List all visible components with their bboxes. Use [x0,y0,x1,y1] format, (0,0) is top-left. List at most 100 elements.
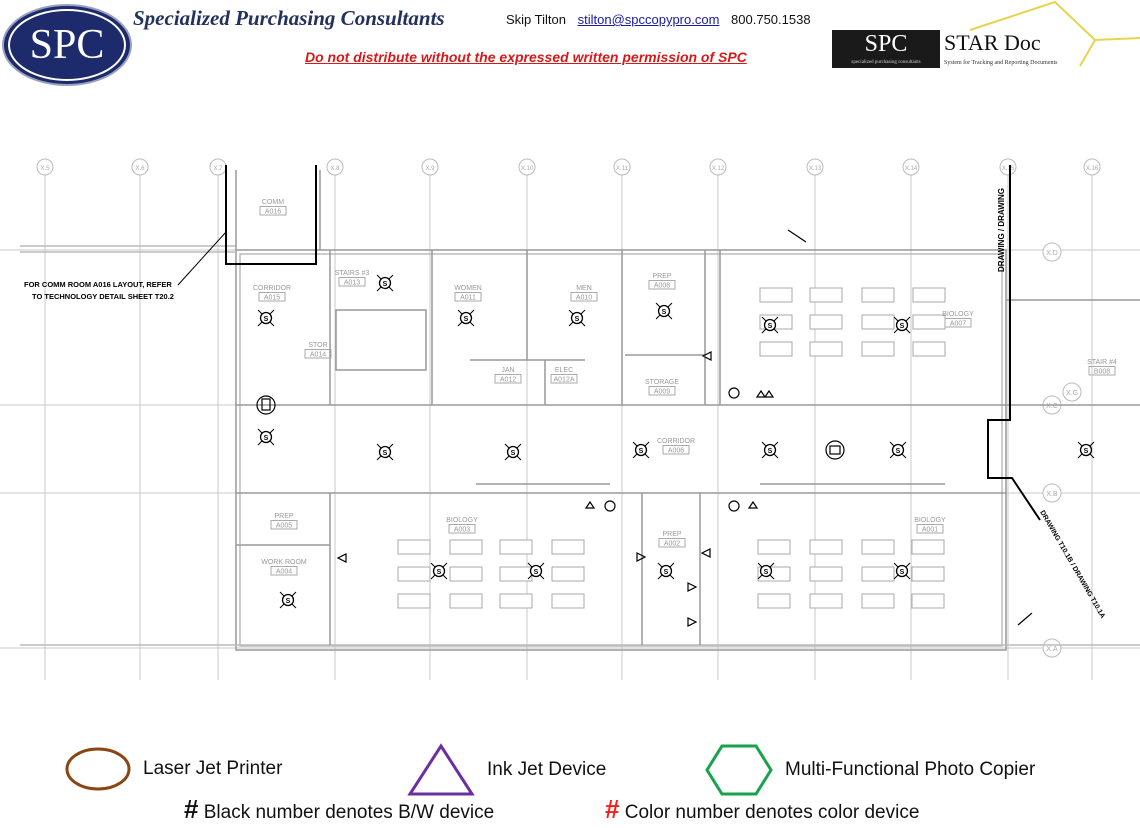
speaker-symbol: S [376,274,394,292]
svg-text:S: S [383,450,388,457]
svg-text:S: S [286,598,291,605]
svg-text:S: S [900,323,905,330]
lab-table [551,539,585,555]
room-code-box [1088,366,1116,376]
legend-inkjet: Ink Jet Device [487,759,607,780]
lab-table [551,593,585,609]
room-code-box [270,520,298,530]
lab-table [449,593,483,609]
walls [20,170,1140,651]
legend-laser: Laser Jet Printer [143,758,283,779]
room-name: STOR [308,342,327,349]
room-name: JAN [501,367,514,374]
room-name: BIOLOGY [446,517,478,524]
speaker-symbol: S [457,309,475,327]
distribution-warning: Do not distribute without the expressed … [305,49,747,65]
room-code-box [448,524,476,534]
grid-column-label: X.6 [135,166,145,172]
laser-printer-legend-icon [65,747,131,791]
lab-table [809,314,843,330]
speaker-symbol: S [761,441,779,459]
grid-column-label: X.10 [521,166,534,172]
svg-text:S: S [664,569,669,576]
room-code: A012 [500,377,516,384]
lab-table [449,539,483,555]
lab-table [861,566,895,582]
grid-column-label: X.16 [1086,166,1099,172]
grid-bubble [36,158,54,176]
note-leader [177,231,227,286]
room-name: BIOLOGY [942,311,974,318]
match-line-label-bottom: DRAWING T10.1B / DRAWING T10.1A [1038,510,1106,620]
grid-bubble [1062,382,1082,402]
room-code: A015 [264,295,280,302]
room-code-box [270,566,298,576]
speaker-symbol: S [655,302,673,320]
room-code-box [454,292,482,302]
room-name: PREP [274,513,293,520]
room-code: A001 [922,527,938,534]
grid-bubble [1042,242,1062,262]
printer-marks [256,229,1033,627]
room-name: CORRIDOR [253,285,291,292]
room-name: WOMEN [454,285,482,292]
contact-email-link[interactable]: stilton@spccopypro.com [577,12,720,27]
grid-column-label: X.5 [40,166,50,172]
room-code: A013 [344,280,360,287]
lab-table [912,341,946,357]
speaker-symbol: S [889,441,907,459]
lab-table [757,539,791,555]
mfp-legend-icon [705,744,773,796]
room-name: BIOLOGY [914,517,946,524]
grid-row-label: X.A [1046,646,1058,653]
lab-tables [397,287,946,609]
room-code-box [494,374,522,384]
speaker-symbol: S [376,443,394,461]
svg-text:S: S [264,435,269,442]
svg-text:S: S [896,448,901,455]
grid-bubble [999,158,1017,176]
room-code-box [944,318,972,328]
svg-text:S: S [1084,448,1089,455]
contact-phone: 800.750.1538 [731,12,811,27]
grid-column-label: X.12 [712,166,725,172]
lab-table [861,539,895,555]
room-code-box [916,524,944,534]
lab-table [911,539,945,555]
lab-table [809,341,843,357]
svg-text:S: S [639,448,644,455]
svg-text:S: S [764,569,769,576]
contact-name: Skip Tilton [506,12,566,27]
grid-bubble [902,158,920,176]
speaker-symbol: S [504,443,522,461]
lab-table [809,287,843,303]
room-code-box [259,206,287,216]
svg-text:S: S [534,569,539,576]
svg-text:S: S [662,309,667,316]
lab-table [757,593,791,609]
room-code: A004 [276,569,292,576]
svg-text:S: S [575,316,580,323]
room-name: PREP [652,273,671,280]
room-code: A008 [654,283,670,290]
lab-table [861,593,895,609]
speaker-symbol: S [568,309,586,327]
grid-bubble [709,158,727,176]
grid-bubble [326,158,344,176]
grid-column-label: X.14 [905,166,918,172]
lab-table [397,593,431,609]
svg-text:S: S [768,323,773,330]
room-code: A016 [265,209,281,216]
speaker-symbol: S [430,562,448,580]
room-code-box [550,374,578,384]
room-code-box [658,538,686,548]
room-code-box [338,277,366,287]
comm-room-outline [225,165,317,265]
speaker-symbol: S [893,562,911,580]
legend-mfp: Multi-Functional Photo Copier [785,759,1036,780]
lab-table [397,566,431,582]
speaker-symbol: S [893,316,911,334]
